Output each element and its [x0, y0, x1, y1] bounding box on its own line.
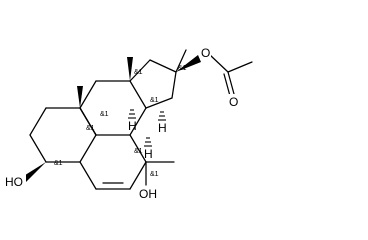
stereo-label-c17: &1 [178, 65, 187, 72]
label-oh-c3: HO [5, 175, 23, 189]
stereo-label-c7: &1 [150, 171, 159, 178]
substituents [22, 54, 253, 186]
c10-methyl-wedge [77, 86, 83, 108]
stereo-label-c14: &1 [150, 97, 159, 104]
stereo-label-c9: &1 [100, 111, 109, 118]
stereo-labels: &1 &1 &1 &1 &1 &1 &1 &1 [54, 65, 187, 178]
ring-d [129, 59, 177, 109]
c3-oh-wedge [22, 162, 46, 183]
c13-methyl-wedge [127, 57, 133, 81]
label-ester-o: O [201, 46, 210, 60]
label-h-c9: H [128, 119, 137, 133]
stereo-label-c10: &1 [86, 125, 95, 132]
label-h-c14: H [158, 121, 167, 135]
label-h-c8: H [144, 147, 153, 161]
c17-o-wedge [176, 55, 201, 72]
label-carbonyl-o: O [229, 95, 238, 109]
methyl-groups [77, 49, 187, 163]
stereo-label-c3: &1 [54, 160, 63, 167]
atom-labels: HO OH O O H H H [4, 46, 239, 201]
stereo-label-c8: &1 [134, 148, 143, 155]
stereo-label-c13: &1 [134, 69, 143, 76]
chemical-structure-diagram: HO OH O O H H H &1 &1 &1 &1 &1 &1 &1 &1 [4, 46, 253, 201]
ring-a [29, 107, 97, 163]
label-oh-c7: OH [139, 187, 157, 201]
hashed-hydrogens [128, 109, 166, 147]
ring-c [79, 80, 147, 136]
